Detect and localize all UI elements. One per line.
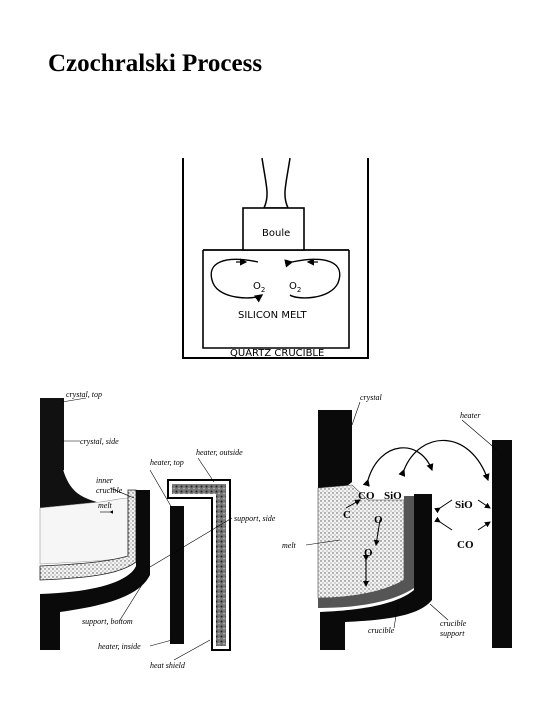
label-heat-shield: heat shield	[150, 661, 186, 670]
label-crystal-side: crystal, side	[80, 437, 119, 446]
crucible-support	[320, 494, 432, 650]
oxygen-transport-diagram: CO SiO SiO CO C O O crystal heater melt …	[282, 393, 512, 650]
crystal	[40, 398, 100, 508]
label-support-side: support, side	[234, 514, 276, 523]
puller-cross-section: crystal, top crystal, side inner crucibl…	[39, 390, 276, 670]
seed-neck	[261, 157, 291, 209]
heat-shield	[172, 484, 226, 646]
crucible-inner-wall	[202, 250, 350, 349]
species-co-right: CO	[457, 539, 474, 551]
quartz-crucible-label: QUARTZ CRUCIBLE	[230, 348, 324, 359]
transport-arc-outer	[398, 439, 490, 482]
label-crucible: crucible	[368, 626, 395, 635]
heater-inside	[170, 506, 184, 644]
o2-label-left: O2	[253, 281, 265, 294]
boule	[242, 207, 305, 251]
label-heater-top: heater, top	[150, 458, 184, 467]
boule-label: Boule	[262, 228, 290, 239]
czochralski-schematic: Boule O2 O2 SILICON MELT QUARTZ CRUCIBLE	[182, 157, 369, 359]
species-o-upper: O	[374, 514, 383, 526]
transport-arc-inner	[362, 447, 434, 487]
species-o-lower: O	[364, 547, 373, 559]
label-inner-crucible-2: crucible	[96, 486, 123, 495]
label-melt-right: melt	[282, 541, 297, 550]
crucible-support	[40, 490, 150, 650]
label-heater-inside: heater, inside	[98, 642, 141, 651]
label-inner-crucible-1: inner	[96, 476, 114, 485]
species-sio-right: SiO	[455, 499, 473, 511]
inner-crucible	[39, 489, 137, 581]
heater	[492, 440, 512, 648]
o2-label-right: O2	[289, 281, 301, 294]
label-support-bottom: support, bottom	[82, 617, 133, 626]
crucible-outer-wall	[182, 158, 369, 359]
silicon-melt-label: SILICON MELT	[238, 310, 307, 321]
species-co-top: CO	[358, 490, 375, 502]
convection-loop-left	[210, 258, 264, 303]
species-sio-top: SiO	[384, 490, 402, 502]
label-melt-left: melt	[98, 501, 113, 510]
label-crystal-top: crystal, top	[66, 390, 102, 399]
label-heater-outside: heater, outside	[196, 448, 243, 457]
page-title: Czochralski Process	[48, 50, 263, 77]
convection-loop-right	[284, 258, 341, 299]
label-crystal: crystal	[360, 393, 383, 402]
label-heater: heater	[460, 411, 481, 420]
crystal	[318, 410, 352, 500]
crucible	[318, 496, 414, 608]
species-c: C	[343, 509, 351, 521]
melt	[39, 497, 129, 565]
label-crucible-support-1: crucible	[440, 619, 467, 628]
label-crucible-support-2: support	[440, 629, 465, 638]
